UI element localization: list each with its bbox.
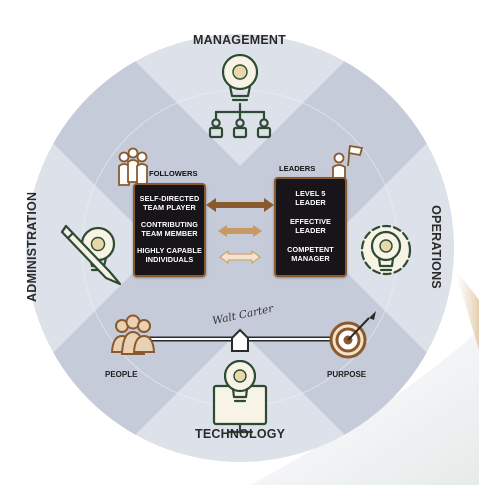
people-label: PEOPLE [105, 370, 138, 379]
leaders-heading: LEADERS [279, 164, 316, 173]
section-label-bottom: TECHNOLOGY [195, 427, 286, 441]
followers-group-icon [118, 147, 148, 186]
section-label-left: ADMINISTRATION [25, 191, 39, 302]
background-sweep [250, 330, 479, 485]
lightbulb-monitor-icon [212, 359, 268, 434]
leader-flag-icon [332, 144, 364, 187]
double-arrows [206, 198, 274, 264]
double-arrow-medium-icon [218, 225, 262, 237]
lightbulb-pencil-icon [60, 224, 122, 286]
section-label-right: OPERATIONS [429, 205, 443, 289]
double-arrow-light-icon [219, 250, 261, 264]
people-group-icon [110, 314, 156, 355]
target-arrow-icon [329, 311, 376, 359]
purpose-label: PURPOSE [327, 370, 367, 379]
background-stripe [455, 270, 479, 350]
balance-beam [140, 328, 344, 352]
fulcrum-house-icon [231, 328, 249, 352]
x-bands [26, 34, 454, 462]
lightbulb-org-chart-icon [208, 53, 272, 139]
double-arrow-dark-icon [206, 198, 274, 212]
lightbulb-gear-icon [360, 224, 412, 276]
section-label-top: MANAGEMENT [193, 33, 286, 47]
followers-heading: FOLLOWERS [149, 169, 198, 178]
